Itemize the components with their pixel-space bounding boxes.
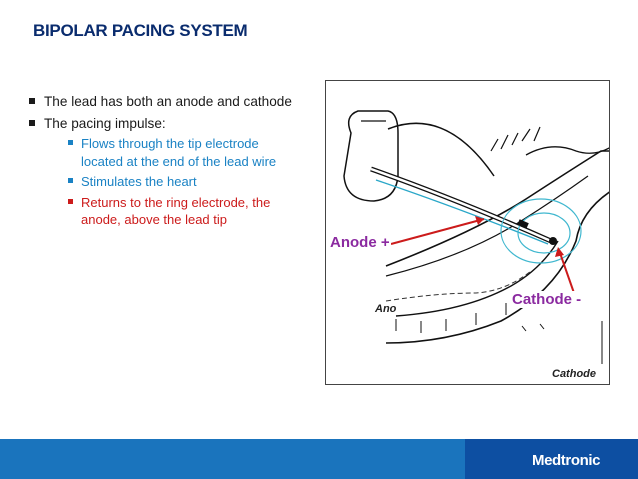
cathode-arrowhead	[555, 247, 564, 257]
lead-conductor	[375, 179, 549, 245]
valve-leaflets	[490, 126, 541, 152]
lower-cathode-label: Cathode	[552, 368, 596, 380]
anode-label: Anode +	[329, 234, 391, 251]
sub-bullet-returns: Returns to the ring electrode, the anode…	[67, 194, 298, 229]
medtronic-logo: Medtronic	[532, 452, 601, 469]
sub-bullet-flows: Flows through the tip electrode located …	[67, 135, 298, 170]
bipolar-lead-illustration	[325, 80, 610, 385]
trabeculae	[385, 270, 532, 302]
footer-bar	[0, 439, 638, 479]
anode-arrowhead	[475, 216, 484, 225]
heart-wall	[385, 150, 609, 344]
sub-bullet-stimulates: Stimulates the heart	[67, 173, 298, 191]
ventricle-wall	[395, 240, 559, 317]
sub-bullet-list: Flows through the tip electrode located …	[44, 135, 298, 229]
bullet-lead-electrodes: The lead has both an anode and cathode	[28, 93, 298, 111]
slide-title: BIPOLAR PACING SYSTEM	[33, 21, 248, 40]
papillary-marks	[395, 303, 507, 333]
anode-arrow	[390, 218, 485, 245]
field-ring-inner	[517, 212, 571, 254]
fragment-marks	[521, 323, 545, 332]
cathode-arrow	[559, 252, 575, 294]
cathode-label: Cathode -	[511, 291, 583, 308]
ring-electrode	[517, 219, 529, 229]
lead-loop	[387, 122, 495, 177]
atrial-wall	[525, 146, 609, 156]
partial-anode-label: Ano	[375, 303, 397, 315]
bullet-pacing-impulse-label: The pacing impulse:	[44, 116, 166, 131]
bullet-list: The lead has both an anode and cathode T…	[28, 93, 298, 233]
tip-electrode	[549, 237, 557, 245]
bullet-pacing-impulse: The pacing impulse: Flows through the ti…	[28, 115, 298, 229]
lead-body-core	[370, 167, 552, 243]
field-ring-outer	[500, 198, 582, 264]
footer-accent	[465, 439, 638, 479]
pacemaker-generator	[343, 110, 399, 202]
heart-lead-drawing	[343, 110, 609, 364]
